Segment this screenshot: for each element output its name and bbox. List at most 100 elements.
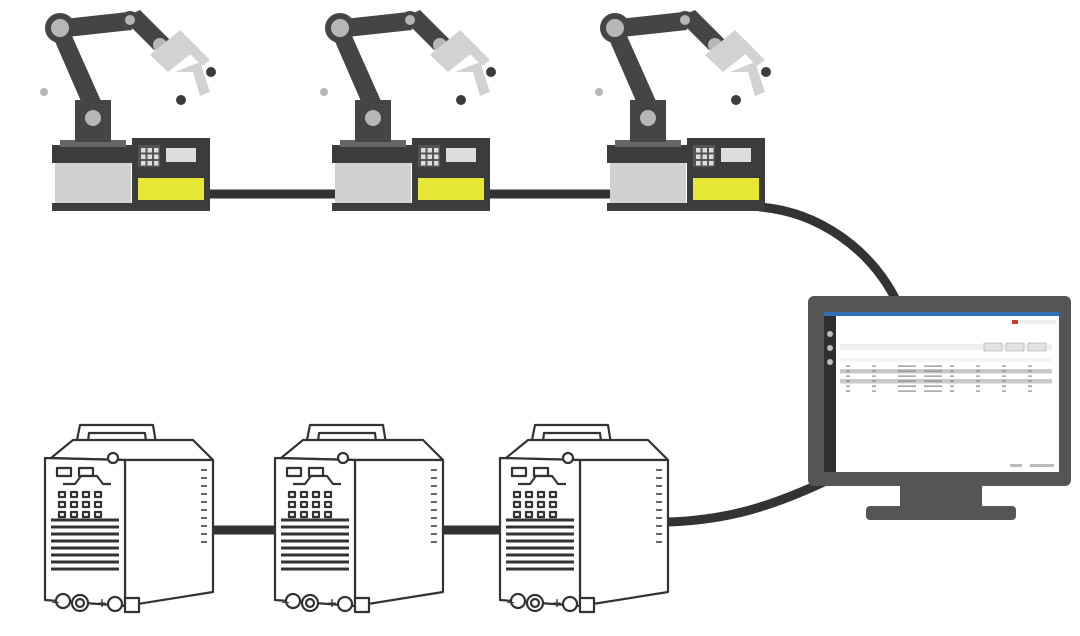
panel-button (512, 490, 522, 499)
robot-base-body (55, 163, 131, 205)
plus-label: + (97, 596, 107, 610)
robot-base-band (607, 155, 689, 163)
panel-button (536, 490, 546, 499)
yellow-panel (693, 178, 759, 200)
screen-table-cell (950, 385, 954, 387)
shoulder-joint-inner (331, 19, 349, 37)
keypad-key (434, 148, 439, 153)
screen-table-cell (950, 390, 954, 392)
screen-table-cell (846, 380, 850, 382)
screen-table-cell (950, 365, 954, 367)
panel-button (311, 500, 321, 509)
panel-button (512, 510, 522, 519)
screen-table-cell (976, 370, 980, 372)
screen-table-cell (846, 375, 850, 377)
gripper-dot (206, 67, 216, 77)
screen-table-cell (976, 375, 980, 377)
screen-table-cell (1028, 365, 1032, 367)
gripper-dot (761, 67, 771, 77)
keypad-key (421, 154, 426, 159)
yellow-panel (418, 178, 484, 200)
panel-button (323, 490, 333, 499)
screen-toolbar-button (1027, 342, 1047, 352)
screen-table-cell (872, 365, 876, 367)
robot-base-neck (615, 140, 681, 147)
panel-button (536, 500, 546, 509)
waveform (518, 474, 566, 486)
keypad-key (709, 154, 714, 159)
elbow-joint-inner (680, 15, 690, 25)
screen-footer-link (1010, 464, 1022, 467)
waveform (63, 474, 111, 486)
screen-table-cell (924, 390, 942, 392)
terminal-plus (561, 595, 579, 613)
screen-top-alert (1012, 320, 1018, 324)
welder-side (578, 458, 670, 608)
keypad-key (702, 154, 707, 159)
panel-button (287, 490, 297, 499)
welder-side (123, 458, 215, 608)
screen-table-cell (924, 380, 942, 382)
shoulder-joint-inner (51, 19, 69, 37)
screen-table-cell (872, 370, 876, 372)
screen-toolbar-button (983, 342, 1003, 352)
minus-label: − (506, 596, 515, 609)
screen-nav-icon (827, 345, 833, 351)
screen-table-cell (976, 385, 980, 387)
screen-table-row (840, 379, 1052, 384)
welder-top (504, 438, 670, 462)
panel-button (81, 490, 91, 499)
panel-button (524, 490, 534, 499)
knob (336, 451, 350, 465)
keypad-key (696, 154, 701, 159)
gripper-head (150, 30, 198, 72)
screen-table-cell (976, 380, 980, 382)
screen-toolbar (840, 344, 1052, 350)
panel-button (93, 510, 103, 519)
keypad-key (154, 161, 159, 166)
screen-table-cell (898, 365, 916, 367)
terminal-minus (54, 592, 72, 610)
plus-label: + (552, 596, 562, 610)
screen-table-cell (846, 365, 850, 367)
panel-button (57, 510, 67, 519)
screen-sidebar (824, 316, 836, 472)
screen-table-cell (950, 380, 954, 382)
panel-button (287, 510, 297, 519)
robot-base-top (332, 145, 414, 155)
screen-table-cell (872, 375, 876, 377)
screen-table-cell (872, 385, 876, 387)
waveform (293, 474, 341, 486)
terminal-knob-inner (304, 597, 316, 609)
screen-table-cell (1002, 370, 1006, 372)
gripper-dot (456, 95, 466, 105)
robot-1 (40, 10, 216, 211)
monitor-foot (866, 506, 1016, 520)
display (532, 466, 550, 478)
monitor (808, 296, 1071, 520)
keypad-key (141, 148, 146, 153)
welder-side (353, 458, 445, 608)
screen-table-cell (1028, 390, 1032, 392)
terminal-block (123, 596, 141, 614)
welder-2: −+ (273, 423, 445, 614)
screen-table-cell (1028, 380, 1032, 382)
panel-button (287, 500, 297, 509)
screen-table-cell (898, 370, 916, 372)
panel-button (299, 500, 309, 509)
panel-button (536, 510, 546, 519)
screen-table-cell (898, 375, 916, 377)
screen-table-row (840, 384, 1052, 389)
panel-button (548, 500, 558, 509)
panel-button (69, 510, 79, 519)
welder-top (279, 438, 445, 462)
panel-button (512, 500, 522, 509)
panel-button (524, 510, 534, 519)
screen-table-cell (898, 380, 916, 382)
panel-button (57, 490, 67, 499)
panel-button (299, 510, 309, 519)
display (285, 466, 303, 478)
screen-table-cell (924, 370, 942, 372)
robot-base-band (52, 155, 134, 163)
